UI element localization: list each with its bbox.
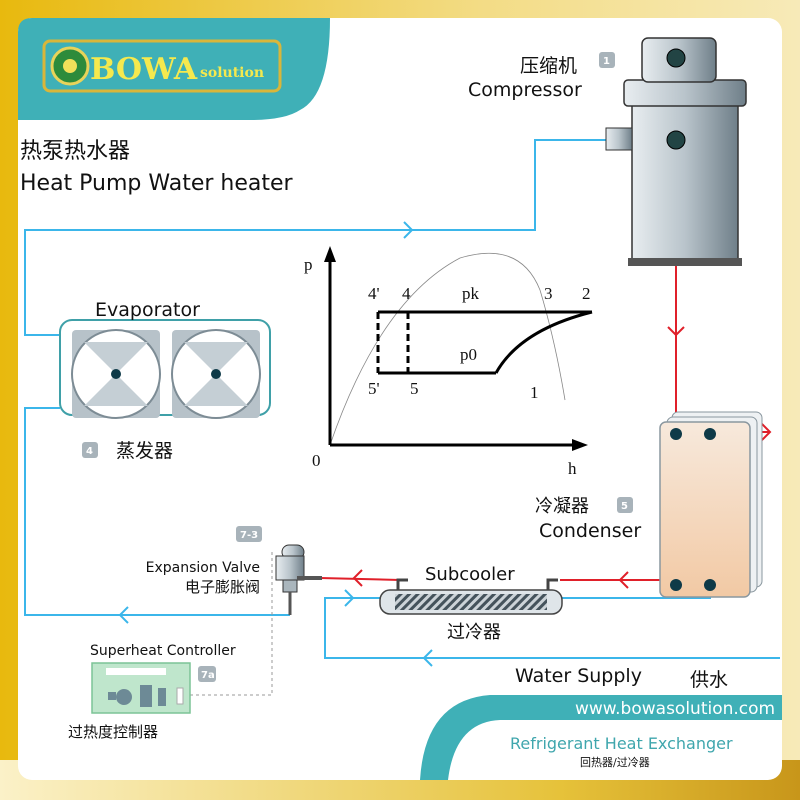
- svg-text:1: 1: [603, 56, 610, 67]
- fan-icon: [171, 329, 261, 419]
- svg-text:4': 4': [368, 284, 380, 303]
- footer-title: Refrigerant Heat Exchanger: [510, 734, 733, 753]
- svg-text:p: p: [304, 255, 313, 274]
- title-cn: 热泵热水器: [20, 139, 130, 164]
- expansion-valve-badge: [236, 526, 262, 542]
- svg-text:0: 0: [312, 451, 321, 470]
- svg-text:h: h: [568, 459, 577, 478]
- svg-text:solution: solution: [200, 65, 264, 81]
- bowa-logo: BOWA solution: [42, 39, 282, 93]
- svg-text:3: 3: [544, 284, 553, 303]
- white-panel: [18, 18, 782, 780]
- footer-subtitle: 回热器/过冷器: [580, 756, 650, 769]
- water-supply-label-en: Water Supply: [515, 665, 642, 687]
- svg-text:5': 5': [368, 379, 380, 398]
- expansion-valve-label-cn: 电子膨胀阀: [185, 578, 260, 596]
- svg-text:2: 2: [582, 284, 591, 303]
- compressor-label-en: Compressor: [468, 79, 582, 101]
- svg-text:1: 1: [530, 383, 539, 402]
- subcooler-label-en: Subcooler: [425, 564, 515, 585]
- title-en: Heat Pump Water heater: [20, 171, 294, 196]
- fan-icon: [71, 329, 161, 419]
- subcooler-label-cn: 过冷器: [447, 622, 501, 643]
- ph-diagram: p h 0 4' 4 pk 3 2 p0 5' 5 1: [304, 246, 593, 478]
- evaporator-badge: [82, 442, 98, 458]
- superheat-controller-label-en: Superheat Controller: [90, 643, 236, 659]
- superheat-controller-label-cn: 过热度控制器: [68, 723, 158, 741]
- controller-board-icon: [91, 662, 191, 714]
- svg-text:BOWA: BOWA: [90, 52, 198, 87]
- svg-text:5: 5: [410, 379, 419, 398]
- water-supply-label-cn: 供水: [690, 669, 728, 691]
- footer-band: [420, 695, 782, 780]
- expansion-valve: [275, 544, 322, 615]
- compressor-badge: [599, 52, 615, 68]
- subcooler: [379, 578, 563, 615]
- svg-text:4: 4: [402, 284, 411, 303]
- evaporator-label-cn: 蒸发器: [116, 440, 173, 462]
- expansion-valve-label-en: Expansion Valve: [146, 560, 260, 576]
- condenser-label-en: Condenser: [539, 520, 641, 542]
- compressor-label-cn: 压缩机: [520, 55, 577, 77]
- website-url[interactable]: www.bowasolution.com: [575, 699, 775, 719]
- evaporator: [59, 319, 271, 419]
- svg-text:7-3: 7-3: [240, 530, 258, 541]
- svg-text:p0: p0: [460, 345, 477, 364]
- svg-text:5: 5: [621, 501, 628, 512]
- condenser-badge: [617, 497, 633, 513]
- svg-text:7a: 7a: [201, 670, 215, 681]
- condenser-label-cn: 冷凝器: [535, 496, 589, 517]
- evaporator-label-en: Evaporator: [95, 299, 200, 321]
- svg-text:pk: pk: [462, 284, 480, 303]
- compressor: [605, 37, 747, 266]
- superheat-controller-badge: [198, 666, 216, 682]
- condenser: [659, 411, 763, 598]
- svg-text:4: 4: [86, 446, 93, 457]
